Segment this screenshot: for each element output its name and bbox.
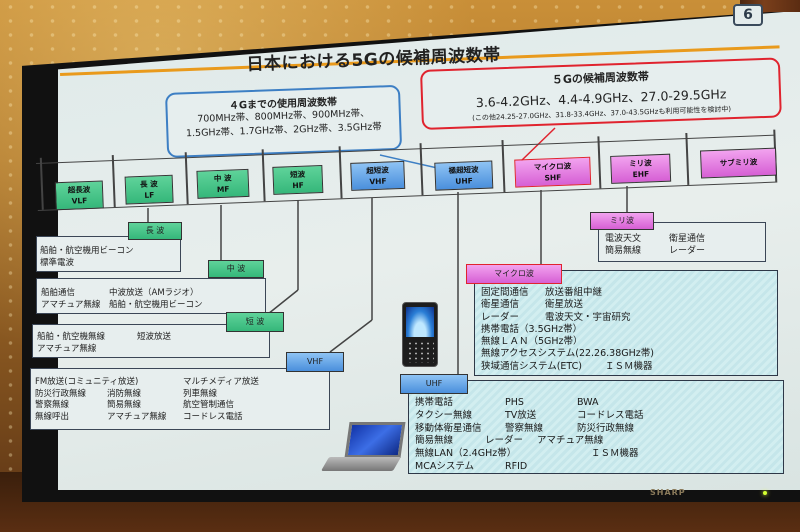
tag-uhf: UHF xyxy=(400,374,468,394)
tag-mf: 中 波 xyxy=(208,260,264,278)
tag-hf: 短 波 xyxy=(226,312,284,332)
detail-shf: 固定間通信放送番組中継 衛星通信衛星放送 レーダー電波天文・宇宙研究 携帯電話（… xyxy=(474,270,778,376)
tag-vhf: VHF xyxy=(286,352,344,372)
box-4g-bands: ４Gまでの使用周波数帯 700MHz帯、800MHz帯、900MHz帯、 1.5… xyxy=(165,84,403,158)
detail-vhf: FM放送(コミュニティ放送)マルチメディア放送 防災行政無線消防無線列車無線 警… xyxy=(30,368,330,430)
tag-ehf: ミリ波 xyxy=(590,212,654,230)
mobile-phone-icon xyxy=(402,302,438,367)
power-led-icon xyxy=(763,491,767,495)
box-5g-candidates: ５Gの候補周波数帯 3.6-4.2GHz、4.4-4.9GHz、27.0-29.… xyxy=(420,57,782,130)
detail-mf: 船舶通信中波放送（AMラジオ） アマチュア無線船舶・航空機用ビーコン xyxy=(36,278,266,314)
laptop-icon xyxy=(344,422,406,458)
tag-lf: 長 波 xyxy=(128,222,182,240)
monitor-brand: SHARP xyxy=(650,488,686,497)
detail-lf: 船舶・航空機用ビーコン 標準電波 xyxy=(36,236,181,272)
page-number: 6 xyxy=(733,4,763,26)
laptop-base-icon xyxy=(320,457,402,471)
tag-shf: マイクロ波 xyxy=(466,264,562,284)
band-submillimeter: サブミリ波 xyxy=(700,147,778,179)
